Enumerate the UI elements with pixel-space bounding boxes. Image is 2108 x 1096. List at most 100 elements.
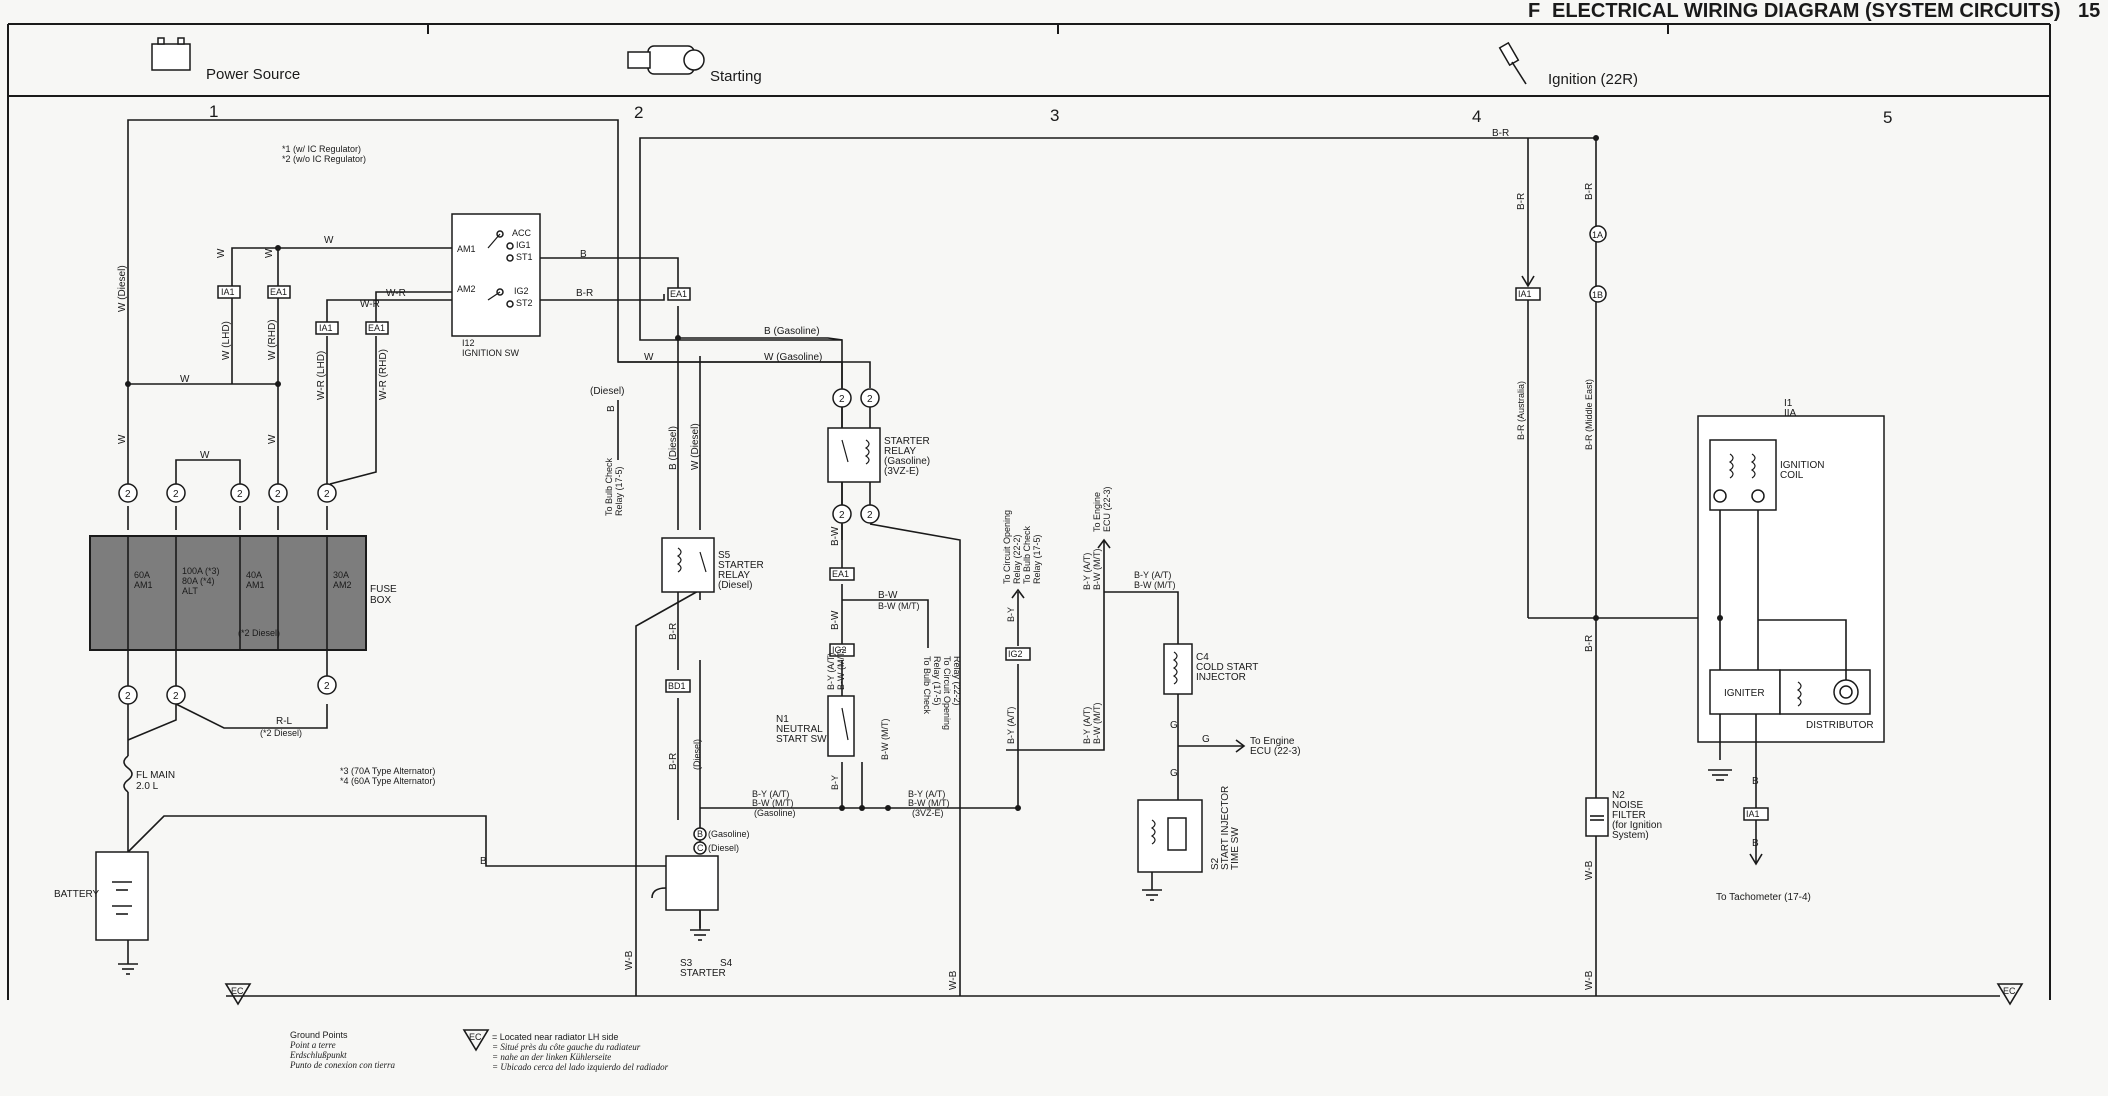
wire-label-w-lhd: W (LHD) bbox=[221, 321, 232, 360]
wire-label-w-v3: W bbox=[117, 434, 128, 444]
wire-label-w-gasoline: W (Gasoline) bbox=[764, 352, 822, 363]
svg-text:ST2: ST2 bbox=[516, 298, 533, 308]
wire-label-bw-mt-4: B-W (M/T) bbox=[908, 798, 949, 808]
wire-label-b-battery: B bbox=[480, 856, 487, 867]
svg-text:C: C bbox=[697, 843, 704, 853]
legend-desc-de: = nahe an der linken Kühlerseite bbox=[492, 1052, 611, 1062]
wire-label-by-at-2: B-Y (A/T) bbox=[752, 789, 789, 799]
svg-text:IG2: IG2 bbox=[1008, 649, 1023, 659]
wire-label-b-gasoline: B (Gasoline) bbox=[764, 326, 820, 337]
tachometer-arrow bbox=[1749, 820, 1763, 866]
ground-icon bbox=[118, 963, 138, 975]
relay-gas-l2: RELAY bbox=[884, 446, 916, 457]
wire-label-bw-2: B-W bbox=[878, 590, 898, 601]
column-number-2: 2 bbox=[634, 103, 643, 122]
svg-text:ST1: ST1 bbox=[516, 252, 533, 262]
connector-2-row-bottom: 2 2 2 bbox=[118, 675, 337, 705]
svg-text:2: 2 bbox=[867, 510, 873, 521]
svg-text:EA1: EA1 bbox=[670, 289, 687, 299]
connector-2-row-top: 2 2 2 2 2 bbox=[118, 483, 337, 503]
spark-plug-icon bbox=[1498, 41, 1527, 85]
wire-label-w-v4: W bbox=[267, 434, 278, 444]
wire-label-mt: B-W (M/T) bbox=[878, 601, 919, 611]
starter-id-s4: S4 bbox=[720, 958, 733, 969]
system-label-starting: Starting bbox=[710, 68, 762, 85]
ignition-coil-label-2: COIL bbox=[1780, 470, 1804, 481]
wire-label-wr-2: W-R bbox=[360, 299, 380, 310]
wire-label-b-st1: B bbox=[580, 249, 587, 260]
noise-filter-l4: System) bbox=[1612, 830, 1649, 841]
wire-label-br-4a: B-R bbox=[1516, 193, 1527, 210]
wire-label-by-at: B-Y (A/T) bbox=[826, 653, 836, 690]
svg-text:2: 2 bbox=[275, 489, 281, 500]
wire-label-rl: R-L bbox=[276, 716, 293, 727]
wire-label-wr-rhd: W-R (RHD) bbox=[378, 349, 389, 400]
starter-relay-diesel bbox=[661, 537, 715, 593]
cold-start-injector bbox=[1104, 591, 1193, 800]
svg-text:BD1: BD1 bbox=[668, 681, 686, 691]
n1-id: N1 bbox=[776, 714, 789, 725]
wire-label-wr-1: W-R bbox=[386, 288, 406, 299]
system-label-power-source: Power Source bbox=[206, 66, 300, 83]
connector-ig2: IG2 bbox=[829, 643, 855, 657]
note-3: *3 (70A Type Alternator) bbox=[340, 766, 435, 776]
svg-text:B: B bbox=[697, 829, 703, 839]
svg-text:2: 2 bbox=[125, 691, 131, 702]
dest-tachometer: To Tachometer (17-4) bbox=[1716, 892, 1811, 903]
ground-bus bbox=[224, 983, 2024, 1006]
junction bbox=[275, 381, 281, 387]
column-number-5: 5 bbox=[1883, 108, 1892, 127]
svg-text:2: 2 bbox=[839, 510, 845, 521]
svg-text:2: 2 bbox=[125, 489, 131, 500]
s2-l2: TIME SW bbox=[1230, 827, 1241, 870]
svg-text:ACC: ACC bbox=[512, 228, 532, 238]
note-4: *4 (60A Type Alternator) bbox=[340, 776, 435, 786]
svg-text:1A: 1A bbox=[1592, 230, 1603, 240]
connector-ia1-14: IA1 bbox=[217, 285, 241, 299]
igniter-label: IGNITER bbox=[1724, 688, 1765, 699]
wire-label-by-7: B-Y (A/T) bbox=[1082, 707, 1092, 744]
junction bbox=[1593, 615, 1599, 621]
page-number: 15 bbox=[2078, 0, 2100, 22]
svg-text:IG2: IG2 bbox=[514, 286, 529, 296]
legend-desc-fr: = Situé près du côte gauche du radiateur bbox=[492, 1042, 641, 1052]
c4-l1: COLD START bbox=[1196, 662, 1258, 673]
wire-label-br-2: B-R bbox=[668, 753, 679, 770]
legend-ground-de: Erdschlußpunkt bbox=[289, 1050, 347, 1060]
svg-text:2: 2 bbox=[867, 394, 873, 405]
wire-label-w-fuse: W bbox=[200, 450, 210, 461]
connector-ig2-15: IG2 bbox=[1005, 647, 1031, 661]
c4-id: C4 bbox=[1196, 652, 1209, 663]
wire-label-g-2: G bbox=[1202, 734, 1210, 745]
starter-id-s3: S3 bbox=[680, 958, 693, 969]
n1-l2: START SW bbox=[776, 734, 827, 745]
legend-ground-title: Ground Points bbox=[290, 1030, 348, 1040]
junction bbox=[839, 805, 845, 811]
wire-label-bw-mt-3: B-W (M/T) bbox=[752, 798, 793, 808]
connector-ea1-col3: EA1 bbox=[829, 567, 855, 581]
wire-label-rl-note: (*2 Diesel) bbox=[260, 728, 302, 738]
starter-motor-icon bbox=[627, 45, 705, 75]
wire-label-w-mid: W bbox=[180, 374, 190, 385]
junction bbox=[125, 381, 131, 387]
relay-gas-l4: (3VZ-E) bbox=[884, 466, 919, 477]
svg-text:2: 2 bbox=[173, 691, 179, 702]
svg-text:1B: 1B bbox=[1592, 290, 1603, 300]
svg-text:2: 2 bbox=[173, 489, 179, 500]
fuse-alt: ALT bbox=[182, 586, 198, 596]
s5-l3: (Diesel) bbox=[718, 580, 752, 591]
wire-label-diesel: (Diesel) bbox=[590, 386, 624, 397]
fl-main-size: 2.0 L bbox=[136, 781, 159, 792]
wire-label-w-top: W bbox=[324, 235, 334, 246]
fuse-box-label-2: BOX bbox=[370, 595, 391, 606]
noise-filter-l3: (for Ignition bbox=[1612, 820, 1662, 831]
dest-bulb-check-1b: Relay (17-5) bbox=[614, 466, 624, 516]
distributor-label: DISTRIBUTOR bbox=[1806, 720, 1874, 731]
dest-circuit-open-b: Relay (22-2) bbox=[952, 656, 962, 706]
circuit-open-arrow bbox=[1011, 588, 1025, 646]
relay-gas-l3: (Gasoline) bbox=[884, 456, 930, 467]
fuse-40a: 40A bbox=[246, 570, 262, 580]
wire-label-bw-1: B-W bbox=[830, 526, 841, 546]
legend-ground-code: EC bbox=[469, 1032, 482, 1042]
